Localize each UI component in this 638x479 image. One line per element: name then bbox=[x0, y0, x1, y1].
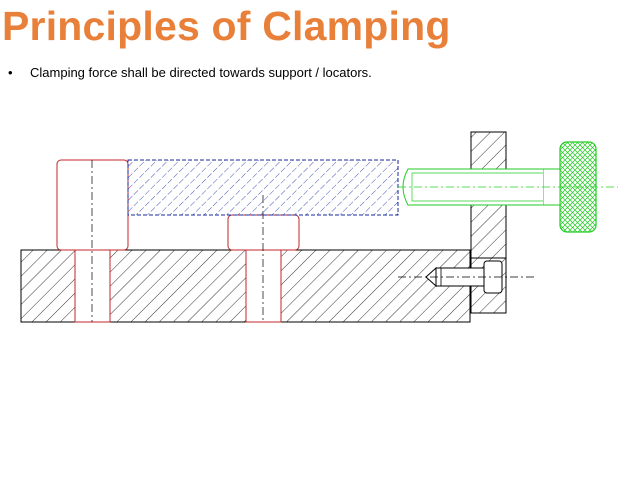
workpiece bbox=[127, 159, 399, 216]
bullet-marker: • bbox=[8, 65, 13, 80]
clamp-screw bbox=[398, 141, 618, 233]
slide-title: Principles of Clamping bbox=[2, 3, 451, 49]
bullet-text: Clamping force shall be directed towards… bbox=[30, 65, 372, 80]
bullet-list: • Clamping force shall be directed toward… bbox=[8, 64, 372, 82]
left-locator-pin bbox=[56, 159, 129, 323]
bullet-item: • Clamping force shall be directed toward… bbox=[8, 64, 372, 82]
bracket-screw bbox=[398, 260, 535, 294]
